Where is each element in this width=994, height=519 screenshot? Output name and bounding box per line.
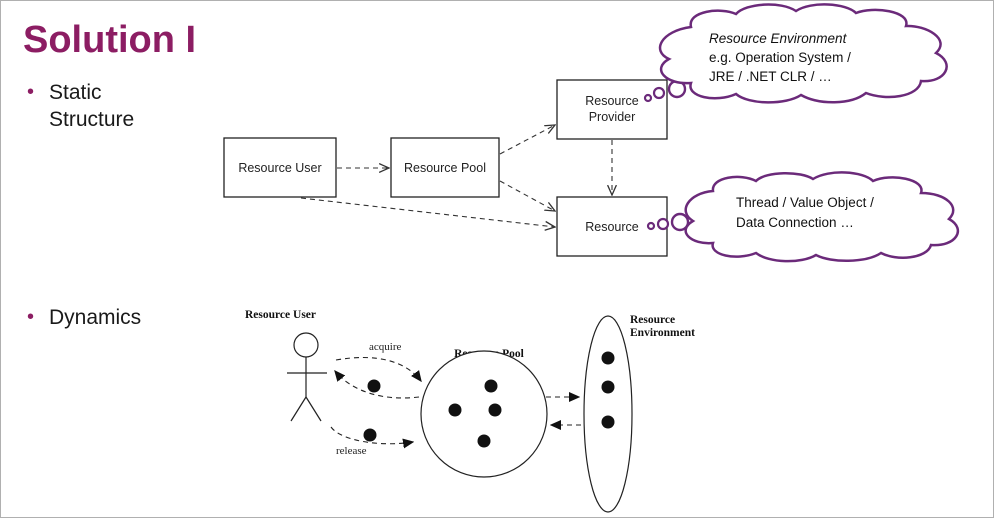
dyn-environment-label-line2: Environment (630, 327, 695, 339)
environment-resource (601, 415, 615, 429)
slide-title: Solution I (23, 19, 197, 61)
thought-bubble-small (646, 221, 656, 231)
resource-provider-label-line1: Resource (585, 94, 639, 108)
resource-pool-label: Resource Pool (404, 161, 486, 175)
bullet-dynamics: • Dynamics (27, 304, 142, 331)
environment-callout-title: Resource Environment (709, 31, 848, 46)
resource-token (367, 379, 381, 393)
environment-resource (601, 351, 615, 365)
dyn-environment-label-line1: Resource (630, 314, 675, 326)
thought-bubble-medium (656, 217, 670, 231)
environment-callout-line2: e.g. Operation System / (709, 50, 851, 65)
resource-provider-label-line2: Provider (589, 110, 636, 124)
thought-bubble-large (670, 212, 690, 232)
thought-bubble-medium (652, 86, 666, 100)
environment-callout-line3: JRE / .NET CLR / … (709, 69, 832, 84)
pooled-resource (484, 379, 498, 393)
resource-callout-line2: Data Connection … (736, 215, 854, 230)
acquire-arrow (335, 357, 421, 381)
resource-pool-box (390, 137, 500, 198)
pool-to-resource-arrow (499, 180, 555, 211)
pooled-resource (477, 434, 491, 448)
resource-user-label: Resource User (238, 161, 321, 175)
resource-environment-ellipse (583, 315, 633, 513)
bullet-static-structure: • Static Structure (27, 79, 135, 133)
resource-label: Resource (585, 220, 639, 234)
bullet-text: Dynamics (49, 306, 142, 329)
environment-cloud-shape (658, 3, 948, 104)
resource-callout-line1: Thread / Value Object / (736, 195, 874, 210)
release-label: release (336, 445, 367, 457)
resource-provider-box (556, 79, 668, 140)
resource-pool-circle (420, 350, 548, 478)
resource-user-box (223, 137, 337, 198)
environment-resource (601, 380, 615, 394)
bullet-text-line2: Structure (49, 108, 135, 131)
return-arrow (335, 371, 420, 399)
user-to-resource-arrow (300, 197, 555, 227)
acquire-label: acquire (369, 341, 401, 353)
pooled-resource (488, 403, 502, 417)
pooled-resource (448, 403, 462, 417)
resource-token (363, 428, 377, 442)
bullet-dot: • (27, 81, 35, 103)
thought-bubble-small (643, 93, 653, 103)
dyn-resource-user-label: Resource User (245, 309, 316, 321)
bullet-text-line1: Static (49, 81, 102, 104)
release-arrow (330, 426, 413, 444)
bullet-dot: • (27, 306, 35, 328)
pool-to-provider-arrow (499, 125, 555, 155)
actor-icon (287, 332, 327, 422)
resource-cloud-shape (684, 171, 960, 263)
